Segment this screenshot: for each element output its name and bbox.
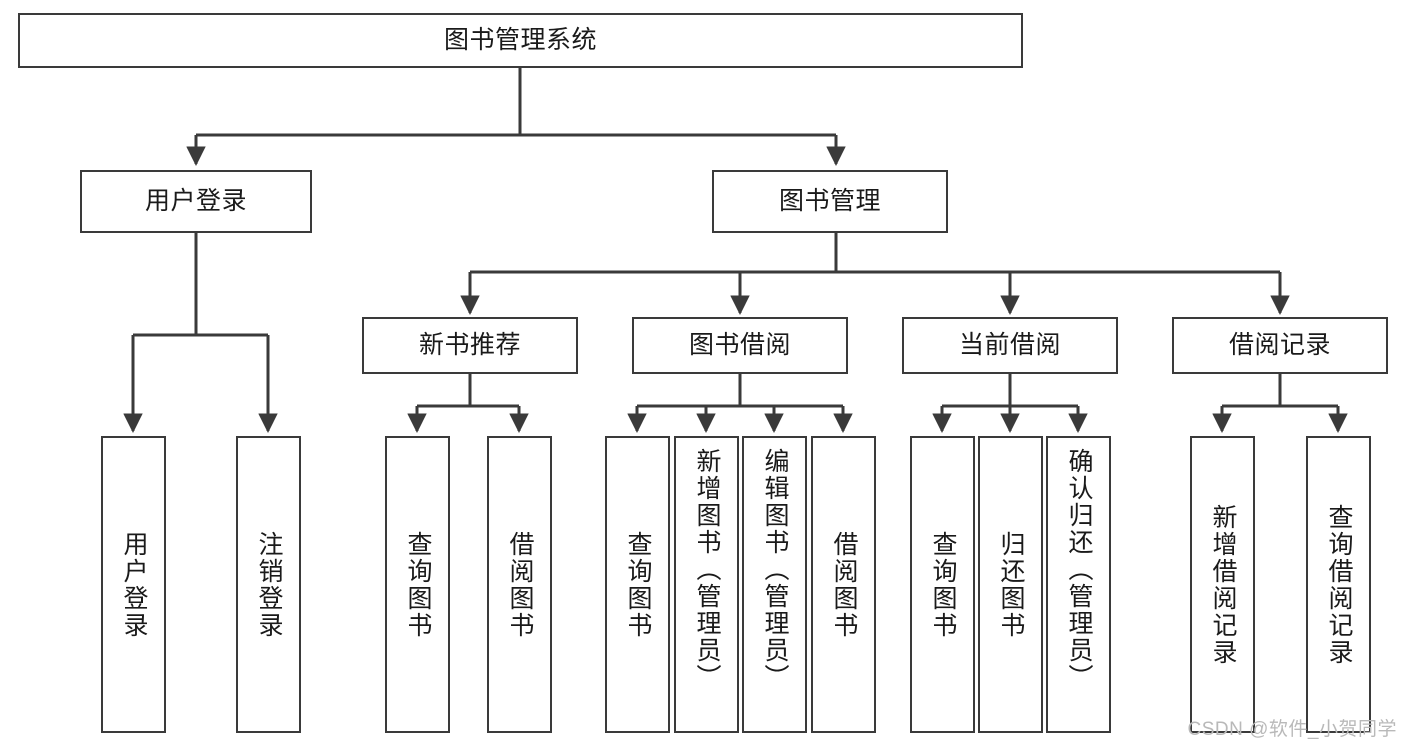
node-borrow-record-label: 借阅记录 bbox=[1228, 331, 1331, 360]
node-leaf-add-book[interactable]: 新增图书（管理员） bbox=[674, 436, 739, 733]
node-leaf-query-book-1[interactable]: 查询图书 bbox=[385, 436, 450, 733]
node-current-borrow[interactable]: 当前借阅 bbox=[902, 317, 1118, 374]
node-leaf-edit-book[interactable]: 编辑图书（管理员） bbox=[742, 436, 807, 733]
node-book-borrow-label: 图书借阅 bbox=[688, 331, 791, 360]
node-leaf-user-login[interactable]: 用户登录 bbox=[101, 436, 166, 733]
node-leaf-borrow-book-2[interactable]: 借阅图书 bbox=[811, 436, 876, 733]
node-leaf-query-book-3[interactable]: 查询图书 bbox=[910, 436, 975, 733]
node-leaf-query-record-label: 查询借阅记录 bbox=[1325, 503, 1353, 666]
node-leaf-query-book-3-label: 查询图书 bbox=[929, 530, 957, 639]
node-leaf-logout[interactable]: 注销登录 bbox=[236, 436, 301, 733]
node-user-login[interactable]: 用户登录 bbox=[80, 170, 312, 233]
node-leaf-query-book-2[interactable]: 查询图书 bbox=[605, 436, 670, 733]
node-new-book-recommend-label: 新书推荐 bbox=[418, 331, 521, 360]
node-leaf-add-record[interactable]: 新增借阅记录 bbox=[1190, 436, 1255, 733]
node-book-manage-label: 图书管理 bbox=[778, 187, 881, 216]
node-leaf-query-book-2-label: 查询图书 bbox=[624, 530, 652, 639]
node-leaf-return-book-label: 归还图书 bbox=[997, 530, 1025, 639]
node-leaf-borrow-book-1[interactable]: 借阅图书 bbox=[487, 436, 552, 733]
node-book-manage[interactable]: 图书管理 bbox=[712, 170, 948, 233]
node-leaf-query-record[interactable]: 查询借阅记录 bbox=[1306, 436, 1371, 733]
node-leaf-add-book-label: 新增图书（管理员） bbox=[693, 448, 721, 691]
node-root-label: 图书管理系统 bbox=[443, 26, 597, 55]
node-user-login-label: 用户登录 bbox=[144, 187, 247, 216]
node-book-borrow[interactable]: 图书借阅 bbox=[632, 317, 848, 374]
node-leaf-borrow-book-2-label: 借阅图书 bbox=[830, 530, 858, 639]
node-current-borrow-label: 当前借阅 bbox=[958, 331, 1061, 360]
node-leaf-borrow-book-1-label: 借阅图书 bbox=[506, 530, 534, 639]
node-leaf-edit-book-label: 编辑图书（管理员） bbox=[761, 448, 789, 691]
node-leaf-add-record-label: 新增借阅记录 bbox=[1209, 503, 1237, 666]
node-root[interactable]: 图书管理系统 bbox=[18, 13, 1023, 68]
csdn-watermark: CSDN @软件_小贺同学 bbox=[1187, 719, 1397, 740]
node-leaf-query-book-1-label: 查询图书 bbox=[404, 530, 432, 639]
node-leaf-confirm-return-label: 确认归还（管理员） bbox=[1065, 448, 1093, 691]
node-leaf-user-login-label: 用户登录 bbox=[120, 530, 148, 639]
node-borrow-record[interactable]: 借阅记录 bbox=[1172, 317, 1388, 374]
node-leaf-return-book[interactable]: 归还图书 bbox=[978, 436, 1043, 733]
node-new-book-recommend[interactable]: 新书推荐 bbox=[362, 317, 578, 374]
node-leaf-confirm-return[interactable]: 确认归还（管理员） bbox=[1046, 436, 1111, 733]
node-leaf-logout-label: 注销登录 bbox=[255, 530, 283, 639]
